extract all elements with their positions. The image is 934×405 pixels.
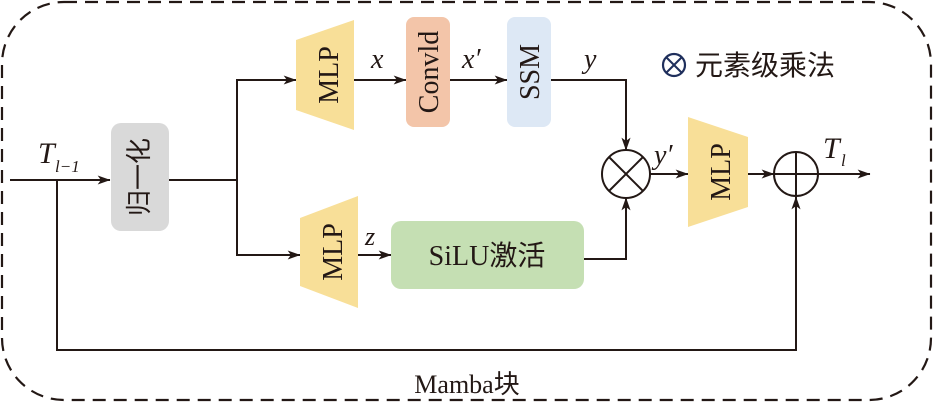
conv1d-label: Convld	[414, 31, 445, 113]
mlp-x-label: MLP	[314, 46, 345, 104]
branch-lower-wire	[236, 180, 301, 260]
silu-out-wire	[584, 197, 631, 260]
output-label: T l	[823, 132, 846, 170]
input-label-sub: l−1	[55, 157, 80, 176]
edge-label-y: y	[581, 44, 597, 75]
legend-multiply-icon	[661, 52, 687, 78]
edge-label-x: x	[370, 44, 384, 75]
y-wire	[551, 79, 631, 151]
mlp-x-node: MLP	[296, 20, 354, 130]
legend: 元素级乘法	[661, 50, 835, 82]
ssm-node: SSM	[507, 17, 551, 127]
add-icon	[773, 151, 819, 197]
conv1d-node: Convld	[406, 17, 450, 127]
input-label: T l−1	[38, 137, 80, 176]
mlp-z-node: MLP	[300, 196, 358, 308]
normalize-node: 归一化	[111, 123, 169, 231]
multiply-icon	[601, 149, 651, 199]
edge-label-x-prime: x′	[461, 44, 481, 75]
container-label: Mamba块	[414, 370, 519, 399]
silu-node: SiLU激活	[391, 221, 584, 289]
output-label-sub: l	[841, 151, 846, 170]
mlp-out-label: MLP	[706, 143, 737, 201]
silu-label: SiLU激活	[429, 240, 546, 272]
mlp-out-node: MLP	[688, 117, 748, 227]
edge-label-y-prime: y′	[651, 140, 673, 171]
skip-connection-wire	[56, 180, 801, 351]
normalize-label: 归一化	[125, 138, 154, 216]
edge-label-z: z	[364, 222, 375, 251]
branch-upper-wire	[236, 75, 297, 180]
output-label-main: T	[823, 132, 842, 165]
legend-text: 元素级乘法	[695, 50, 835, 82]
mlp-z-label: MLP	[318, 223, 349, 281]
ssm-label: SSM	[515, 44, 546, 100]
input-label-main: T	[38, 137, 57, 170]
